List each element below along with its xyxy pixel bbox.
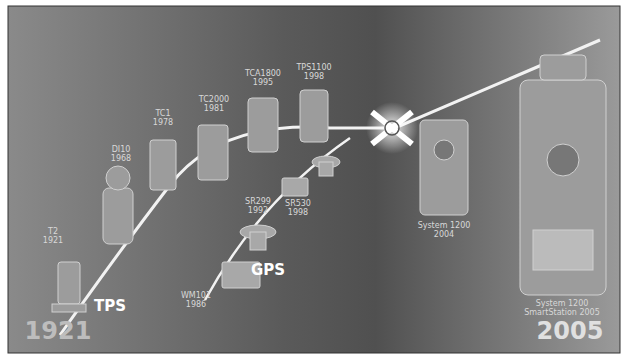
instrument-label: T2 1921 (38, 228, 68, 246)
instrument-label: WM101 1986 (176, 292, 216, 310)
instrument-label: System 1200 SmartStation 2005 (512, 300, 612, 318)
instrument-label: TPS1100 1998 (292, 64, 336, 82)
year-label: 1921 (18, 318, 98, 344)
instrument-label: DI10 1968 (104, 146, 138, 164)
instrument-label: SR530 1998 (278, 200, 318, 218)
instrument-label: TC1 1978 (146, 110, 180, 128)
series-label: GPS (246, 262, 290, 279)
instrument-label: TCA1800 1995 (240, 70, 286, 88)
year-label: 2005 (530, 318, 610, 344)
instrument-label: System 1200 2004 (410, 222, 478, 240)
series-label: TPS (88, 298, 132, 315)
instrument-label: SR299 1992 (238, 198, 278, 216)
instrument-label: TC2000 1981 (194, 96, 234, 114)
